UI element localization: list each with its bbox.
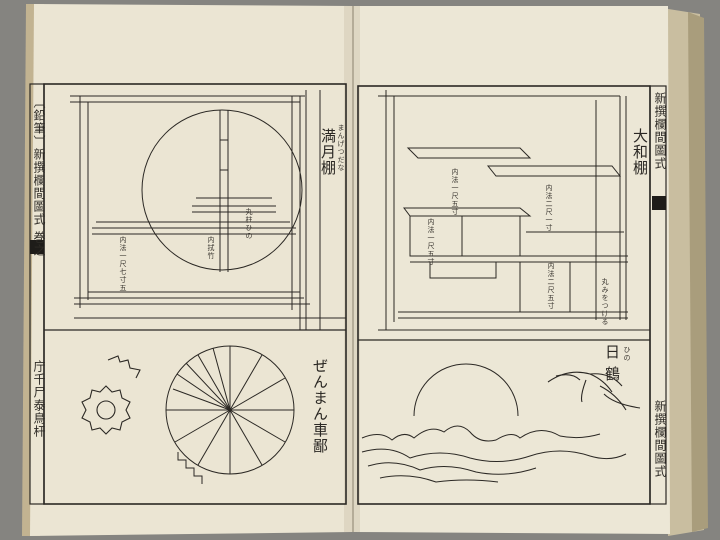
crane-drawing <box>547 371 641 411</box>
sun-waves-drawing <box>361 363 627 483</box>
yamato-annotation-mid: 内法二尺一寸 <box>545 184 553 232</box>
left-spine-bottom: 庁千尸泰鳥杆 <box>32 360 46 438</box>
pillar-annotation: 丸柱ひの <box>245 208 253 240</box>
inner-annotation: 内拭竹 <box>207 236 215 260</box>
mangetsu-furigana: まんげつだな <box>337 124 345 172</box>
yamato-dana-title: 大和棚 <box>631 128 649 176</box>
hi-tsuru-title: 日 鶴 <box>603 344 621 382</box>
yamato-annotation-drawer: 内法一尺五寸 <box>427 218 435 266</box>
yamato-annotation-top: 内法一尺五寸 <box>451 168 459 216</box>
right-spine-title: 新撰欄間圖式 <box>653 92 667 170</box>
mangetsu-cabinet-drawing <box>70 90 346 330</box>
right-spine-bottom: 新撰欄間圖式 <box>653 400 667 478</box>
zenmai-title: ぜんまん車鄙 <box>311 358 329 454</box>
left-page <box>30 4 352 536</box>
gear-drawing <box>81 355 141 435</box>
left-spine-title: 〔鉛筆〕新撰欄間圖式 巻之 <box>32 96 46 257</box>
yamato-annotation-right: 丸みをつける <box>601 278 609 326</box>
pie-wheel-drawing <box>165 345 295 484</box>
shelf-annotation: 内法一尺七寸五 <box>119 236 127 292</box>
hi-tsuru-furigana: ひの <box>623 346 631 362</box>
yamato-annotation-low: 内法二尺五寸 <box>547 262 555 310</box>
yamato-cabinet-drawing <box>378 90 650 331</box>
right-page <box>354 6 670 534</box>
mangetsu-dana-title: 満月棚 <box>319 128 337 176</box>
